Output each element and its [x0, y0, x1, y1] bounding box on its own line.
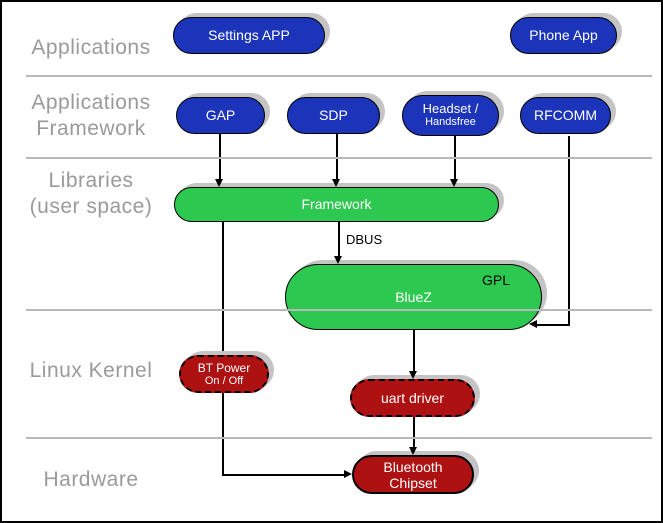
- node-bluez: BlueZ: [285, 264, 542, 330]
- layer-label-linux-kernel: Linux Kernel: [10, 358, 172, 384]
- edge-headset-to-framework: [454, 136, 456, 182]
- arrowhead-gap-framework-icon: [215, 179, 223, 187]
- node-label: BlueZ: [395, 288, 432, 305]
- node-rfcomm: RFCOMM: [520, 97, 611, 134]
- node-label: Settings APP: [208, 27, 290, 43]
- node-framework: Framework: [174, 187, 499, 222]
- node-label: Headset /: [422, 101, 479, 116]
- layer-label-libraries: Libraries (user space): [10, 168, 172, 220]
- divider-kernel-hardware: [26, 437, 652, 439]
- layer-label-text: Framework: [36, 117, 146, 140]
- node-label: uart driver: [380, 389, 445, 406]
- gpl-license-badge: GPL: [482, 272, 511, 288]
- node-label: BT Power: [197, 360, 251, 375]
- dbus-edge-label: DBUS: [346, 232, 383, 247]
- arrowhead-bluez-uart-icon: [409, 371, 417, 379]
- layer-label-text: Linux Kernel: [29, 359, 153, 382]
- arrowhead-power-chipset-icon: [344, 470, 352, 478]
- divider-applications-framework: [26, 75, 652, 77]
- edge-framework-to-chipset-vertical: [222, 222, 224, 475]
- node-sdp: SDP: [287, 97, 380, 134]
- node-label: Bluetooth: [383, 458, 443, 475]
- divider-libraries-kernel: [26, 309, 652, 311]
- node-bt-power-on-off: BT Power On / Off: [179, 355, 269, 393]
- edge-rfcomm-to-bluez-vertical: [568, 136, 570, 325]
- layer-label-applications: Applications: [10, 35, 172, 61]
- layer-label-applications-framework: Applications Framework: [10, 90, 172, 142]
- layer-label-hardware: Hardware: [10, 467, 172, 493]
- node-label: Framework: [301, 196, 372, 212]
- layer-label-text: Libraries: [48, 169, 134, 192]
- edge-uart-to-chipset: [413, 417, 415, 450]
- node-label: Phone App: [529, 27, 598, 43]
- node-settings-app: Settings APP: [173, 17, 325, 54]
- node-label: On / Off: [204, 374, 244, 387]
- arrowhead-rfcomm-bluez-icon: [529, 320, 537, 328]
- node-gap: GAP: [176, 97, 265, 134]
- edge-framework-to-bluez: [338, 222, 340, 258]
- divider-framework-libraries: [26, 157, 652, 159]
- node-phone-app: Phone App: [510, 17, 617, 54]
- arrowhead-dbus-bluez-icon: [334, 256, 342, 264]
- arrowhead-uart-chipset-icon: [409, 447, 417, 455]
- node-label: Handsfree: [425, 116, 476, 128]
- node-label: RFCOMM: [534, 107, 597, 123]
- arrowhead-headset-framework-icon: [450, 179, 458, 187]
- node-label: GAP: [205, 107, 236, 123]
- edge-framework-to-chipset-horizontal: [222, 474, 345, 476]
- node-headset-handsfree: Headset / Handsfree: [402, 95, 499, 136]
- node-bluetooth-chipset: Bluetooth Chipset: [352, 455, 474, 494]
- node-label: Chipset: [389, 474, 437, 491]
- edge-rfcomm-to-bluez-horizontal: [536, 324, 570, 326]
- layer-label-text: Hardware: [43, 468, 139, 491]
- node-label: SDP: [319, 107, 348, 123]
- arrowhead-sdp-framework-icon: [332, 179, 340, 187]
- edge-bluez-to-uart: [413, 330, 415, 373]
- layer-label-text: (user space): [29, 195, 153, 218]
- layer-label-text: Applications: [31, 91, 151, 114]
- node-uart-driver: uart driver: [350, 379, 475, 417]
- layer-label-text: Applications: [31, 36, 151, 59]
